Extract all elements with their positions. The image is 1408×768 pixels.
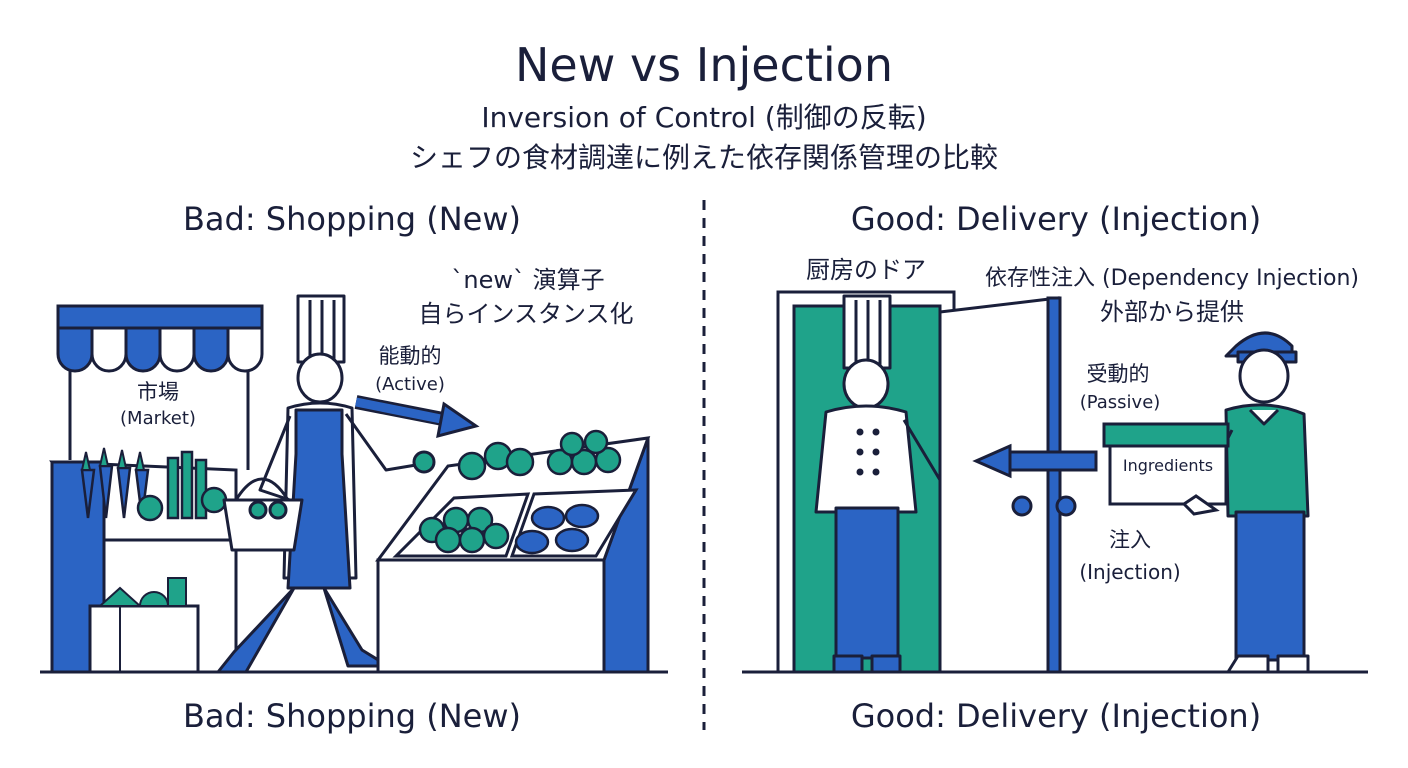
page-subtitle-line1: Inversion of Control (制御の反転) <box>481 101 927 134</box>
kitchen-door-label: 厨房のドア <box>806 256 926 284</box>
ingredients-box <box>1102 422 1230 506</box>
delivery-hand <box>1181 494 1220 516</box>
right-panel-footer: Good: Delivery (Injection) <box>850 697 1262 735</box>
left-panel-footer: Bad: Shopping (New) <box>182 697 522 735</box>
page-title: New vs Injection <box>515 38 893 92</box>
active-arrow <box>354 395 480 439</box>
self-instantiation-label: 自らインスタンス化 <box>418 300 634 328</box>
open-door <box>938 296 1077 674</box>
page-subtitle-line2: シェフの食材調達に例えた依存関係管理の比較 <box>409 141 999 174</box>
injection-label-en: (Injection) <box>1079 560 1181 584</box>
new-operator-label: `new` 演算子 <box>451 266 605 294</box>
left-panel-title: Bad: Shopping (New) <box>182 200 522 238</box>
market-label-en: (Market) <box>120 408 196 429</box>
right-panel-title: Good: Delivery (Injection) <box>850 200 1262 238</box>
passive-label-jp: 受動的 <box>1086 362 1150 386</box>
dependency-injection-label: 依存性注入 (Dependency Injection) <box>985 266 1359 291</box>
produce-display <box>375 429 651 674</box>
active-label-jp: 能動的 <box>378 344 442 368</box>
active-label-en: (Active) <box>375 374 445 395</box>
passive-label-en: (Passive) <box>1079 392 1161 413</box>
chef-shopping <box>216 294 436 674</box>
market-stall <box>49 304 264 674</box>
market-label-jp: 市場 <box>137 380 179 404</box>
ingredients-label: Ingredients <box>1122 456 1214 475</box>
injection-arrow <box>972 443 1098 479</box>
injection-label-jp: 注入 <box>1109 528 1151 552</box>
external-provision-label: 外部から提供 <box>1100 298 1244 326</box>
